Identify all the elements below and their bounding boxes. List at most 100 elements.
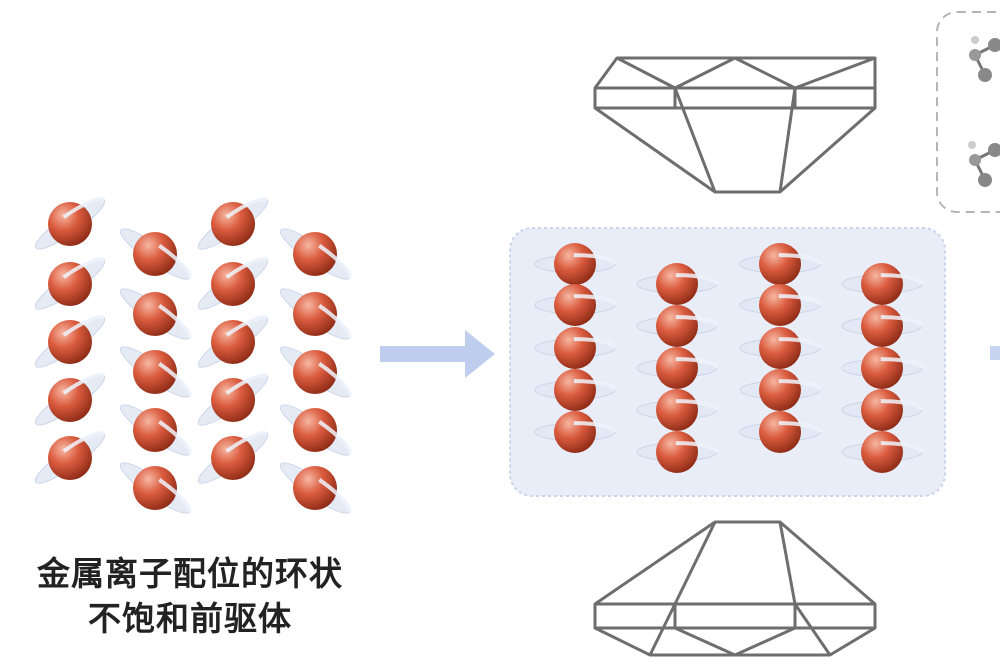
ligand-ring-front	[278, 460, 352, 516]
ligand-ring-front	[533, 253, 617, 275]
metal-ion-unit	[118, 286, 192, 342]
metal-ion-sphere-icon	[211, 378, 255, 422]
metal-ion-unit	[118, 402, 192, 458]
ligand-ring-front	[118, 286, 192, 342]
metal-ion-unit	[118, 226, 192, 282]
ligand-ring-front	[196, 196, 270, 252]
metal-ion-sphere-icon	[656, 305, 698, 347]
metal-ion-unit	[196, 314, 270, 370]
diamond-anvil-bottom-icon	[593, 520, 877, 657]
metal-ion-sphere-icon	[656, 389, 698, 431]
ligand-ring-front	[196, 256, 270, 312]
metal-ion-unit	[738, 411, 822, 453]
metal-ion-unit	[118, 344, 192, 400]
metal-ion-sphere-icon	[861, 389, 903, 431]
metal-ion-unit	[840, 347, 924, 389]
metal-ion-unit	[278, 344, 352, 400]
metal-ion-sphere-icon	[759, 411, 801, 453]
metal-ion-unit	[738, 327, 822, 369]
ligand-ring-front	[738, 337, 822, 359]
metal-ion-unit	[840, 263, 924, 305]
metal-ion-sphere-icon	[48, 378, 92, 422]
metal-ion-sphere-icon	[48, 320, 92, 364]
metal-ion-unit	[635, 389, 719, 431]
metal-ion-unit	[533, 327, 617, 369]
molecule-model-icon	[969, 36, 1000, 82]
metal-ion-sphere-icon	[48, 262, 92, 306]
metal-ion-unit	[278, 460, 352, 516]
metal-ion-unit	[635, 431, 719, 473]
metal-ion-unit	[278, 226, 352, 282]
metal-ion-unit	[33, 196, 107, 252]
metal-ion-unit	[118, 460, 192, 516]
metal-ion-sphere-icon	[759, 327, 801, 369]
molecule-model-icon	[968, 141, 1000, 187]
metal-ion-unit	[278, 402, 352, 458]
ligand-ring-front	[738, 421, 822, 443]
metal-ion-sphere-icon	[656, 347, 698, 389]
ligand-ring-front	[33, 256, 107, 312]
precursor-array	[33, 196, 352, 516]
metal-ion-sphere-icon	[656, 263, 698, 305]
metal-ion-sphere-icon	[133, 350, 177, 394]
ligand-ring-front	[533, 379, 617, 401]
metal-ion-sphere-icon	[656, 431, 698, 473]
ligand-ring-front	[118, 226, 192, 282]
metal-ion-sphere-icon	[861, 263, 903, 305]
metal-ion-unit	[738, 284, 822, 326]
metal-ion-sphere-icon	[211, 202, 255, 246]
ligand-ring-front	[278, 402, 352, 458]
metal-ion-unit	[33, 372, 107, 428]
metal-ion-unit	[635, 263, 719, 305]
metal-ion-sphere-icon	[759, 369, 801, 411]
ligand-ring-front	[118, 344, 192, 400]
ligand-ring-front	[533, 421, 617, 443]
metal-ion-sphere-icon	[861, 347, 903, 389]
ligand-ring-front	[840, 399, 924, 421]
compressed-stack-panel	[509, 227, 946, 497]
ligand-ring-front	[840, 357, 924, 379]
metal-ion-unit	[533, 411, 617, 453]
metal-ion-sphere-icon	[554, 243, 596, 285]
ligand-ring-front	[196, 314, 270, 370]
metal-ion-sphere-icon	[293, 408, 337, 452]
ligand-ring-front	[118, 402, 192, 458]
molecule-box	[936, 11, 1000, 213]
metal-ion-sphere-icon	[554, 284, 596, 326]
metal-ion-unit	[840, 305, 924, 347]
compressed-array	[533, 243, 924, 473]
ligand-ring-front	[738, 294, 822, 316]
metal-ion-unit	[33, 314, 107, 370]
metal-ion-sphere-icon	[759, 243, 801, 285]
ligand-ring-front	[278, 226, 352, 282]
metal-ion-sphere-icon	[133, 408, 177, 452]
caption-line-2: 不饱和前驱体	[88, 599, 292, 638]
metal-ion-unit	[840, 389, 924, 431]
ligand-ring-front	[33, 430, 107, 486]
ligand-ring-front	[118, 460, 192, 516]
ligand-ring-front	[533, 337, 617, 359]
metal-ion-sphere-icon	[133, 466, 177, 510]
metal-ion-unit	[196, 196, 270, 252]
metal-ion-unit	[278, 286, 352, 342]
metal-ion-sphere-icon	[861, 305, 903, 347]
ligand-ring-front	[738, 379, 822, 401]
ligand-ring-front	[635, 357, 719, 379]
metal-ion-sphere-icon	[554, 369, 596, 411]
metal-ion-unit	[533, 284, 617, 326]
metal-ion-unit	[33, 430, 107, 486]
metal-ion-sphere-icon	[211, 262, 255, 306]
ligand-ring-front	[33, 314, 107, 370]
ligand-ring-front	[196, 372, 270, 428]
metal-ion-unit	[33, 256, 107, 312]
ligand-ring-front	[278, 286, 352, 342]
metal-ion-sphere-icon	[48, 202, 92, 246]
ligand-ring-front	[840, 273, 924, 295]
metal-ion-unit	[533, 369, 617, 411]
metal-ion-sphere-icon	[293, 466, 337, 510]
metal-ion-sphere-icon	[554, 411, 596, 453]
metal-ion-unit	[196, 430, 270, 486]
metal-ion-sphere-icon	[211, 320, 255, 364]
metal-ion-sphere-icon	[293, 232, 337, 276]
